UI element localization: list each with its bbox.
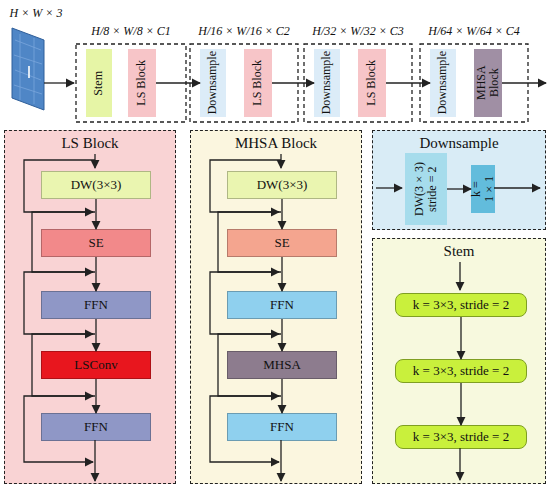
box-label: FFN xyxy=(270,420,294,434)
box-label: SE xyxy=(274,236,289,250)
dimension-label: H/8 × W/8 × C1 xyxy=(91,24,171,39)
flow-arrow xyxy=(447,188,471,189)
input-image xyxy=(12,28,44,110)
box-label: k = 3×3, stride = 2 xyxy=(413,364,509,378)
box-label: k = 3×3, stride = 2 xyxy=(413,430,509,444)
output-arrow xyxy=(94,440,95,481)
stage-frame xyxy=(76,44,186,122)
residual-line xyxy=(32,334,95,396)
box-label: MHSA Block xyxy=(475,51,501,115)
box-label: LSConv xyxy=(74,358,117,372)
ffn-box: FFN xyxy=(41,413,151,441)
downsample-block: Downsample xyxy=(430,49,456,117)
conv-box: k = 3×3, stride = 2 xyxy=(395,425,527,449)
output-arrow xyxy=(494,187,540,188)
panel-title: MHSA Block xyxy=(191,135,361,152)
flow-arrow xyxy=(281,319,282,351)
box-label: FFN xyxy=(270,298,294,312)
box-label: Stem xyxy=(92,71,105,96)
box-label: DW(3×3) stride = 2 xyxy=(413,155,439,223)
flow-arrow xyxy=(386,82,430,83)
residual-line xyxy=(218,212,281,272)
input-arrow xyxy=(376,187,402,188)
box-label: Downsample xyxy=(206,51,219,114)
box-label: LS Block xyxy=(135,60,148,106)
flow-arrow xyxy=(156,82,200,83)
flow-arrow xyxy=(281,257,282,291)
ffn-box: FFN xyxy=(41,291,151,319)
box-label: DW(3×3) xyxy=(71,178,122,192)
mhsa-block-panel: MHSA BlockDW(3×3) SE FFN MHSA FFN xyxy=(190,130,362,484)
ffn-box: FFN xyxy=(227,413,337,441)
flow-arrow xyxy=(460,383,461,425)
dw-conv-box: DW(3×3) stride = 2 xyxy=(405,153,447,225)
flow-arrow xyxy=(95,379,96,413)
ffn-box: FFN xyxy=(227,291,337,319)
box-label: k = 3×3, stride = 2 xyxy=(413,298,509,312)
stage-frame xyxy=(420,44,528,122)
residual-line xyxy=(24,272,95,334)
input-arrow xyxy=(44,82,74,83)
residual-line xyxy=(210,396,281,462)
downsample-block: Downsample xyxy=(200,49,226,117)
ls-block: LS Block xyxy=(358,49,386,117)
residual-line xyxy=(32,212,95,272)
mhsa-block: MHSA Block xyxy=(474,49,502,117)
input-arrow xyxy=(459,262,460,290)
downsample-block: Downsample xyxy=(314,49,340,117)
residual-line xyxy=(210,160,281,212)
stage-frame xyxy=(190,44,298,122)
output-arrow xyxy=(280,440,281,481)
output-arrow xyxy=(502,82,546,83)
input-arrow xyxy=(280,154,281,168)
box-label: LS Block xyxy=(251,60,264,106)
residual-line xyxy=(210,272,281,334)
box-label: FFN xyxy=(84,420,108,434)
panel-title: Downsample xyxy=(373,135,545,152)
conv-box: k = 3×3, stride = 2 xyxy=(395,293,527,317)
panel-title: Stem xyxy=(373,243,545,260)
dimension-label: H × W × 3 xyxy=(10,6,63,21)
flow-arrow xyxy=(95,319,96,351)
flow-arrow xyxy=(460,317,461,359)
dw-conv-box: DW(3×3) xyxy=(41,171,151,199)
flow-arrow xyxy=(95,257,96,291)
box-label: FFN xyxy=(84,298,108,312)
box-label: MHSA xyxy=(263,358,301,372)
residual-line xyxy=(24,396,95,462)
box-label: SE xyxy=(88,236,103,250)
pointwise-conv-box: k = 1×1 xyxy=(471,165,495,213)
flow-arrow xyxy=(281,199,282,229)
stem-block: Stem xyxy=(86,49,112,117)
box-label: DW(3×3) xyxy=(257,178,308,192)
output-arrow xyxy=(459,448,460,480)
dw-conv-box: DW(3×3) xyxy=(227,171,337,199)
stem-panel: Stem k = 3×3, stride = 2 k = 3×3, stride =… xyxy=(372,238,546,484)
dimension-label: H/64 × W/64 × C4 xyxy=(428,24,520,39)
stage-frame xyxy=(304,44,412,122)
ls-block-panel: LS BlockDW(3×3)SEFFNLSConvFFN xyxy=(4,130,176,484)
downsample-panel: DownsampleDW(3×3) stride = 2 k = 1×1 xyxy=(372,130,546,230)
box-label: k = 1×1 xyxy=(470,167,496,211)
box-label: Downsample xyxy=(436,51,449,114)
residual-line xyxy=(24,160,95,212)
input-arrow xyxy=(94,154,95,168)
flow-arrow xyxy=(281,379,282,413)
se-box: SE xyxy=(41,229,151,257)
conv-box: k = 3×3, stride = 2 xyxy=(395,359,527,383)
ls-block: LS Block xyxy=(128,49,156,117)
dimension-label: H/16 × W/16 × C2 xyxy=(198,24,290,39)
mhsa-box: MHSA xyxy=(227,351,337,379)
flow-arrow xyxy=(95,199,96,229)
box-label: Downsample xyxy=(320,51,333,114)
box-label: LS Block xyxy=(365,60,378,106)
ls-block: LS Block xyxy=(244,49,272,117)
dimension-label: H/32 × W/32 × C3 xyxy=(312,24,404,39)
lsconv-box: LSConv xyxy=(41,351,151,379)
se-box: SE xyxy=(227,229,337,257)
panel-title: LS Block xyxy=(5,135,175,152)
flow-arrow xyxy=(272,82,314,83)
residual-line xyxy=(218,334,281,396)
